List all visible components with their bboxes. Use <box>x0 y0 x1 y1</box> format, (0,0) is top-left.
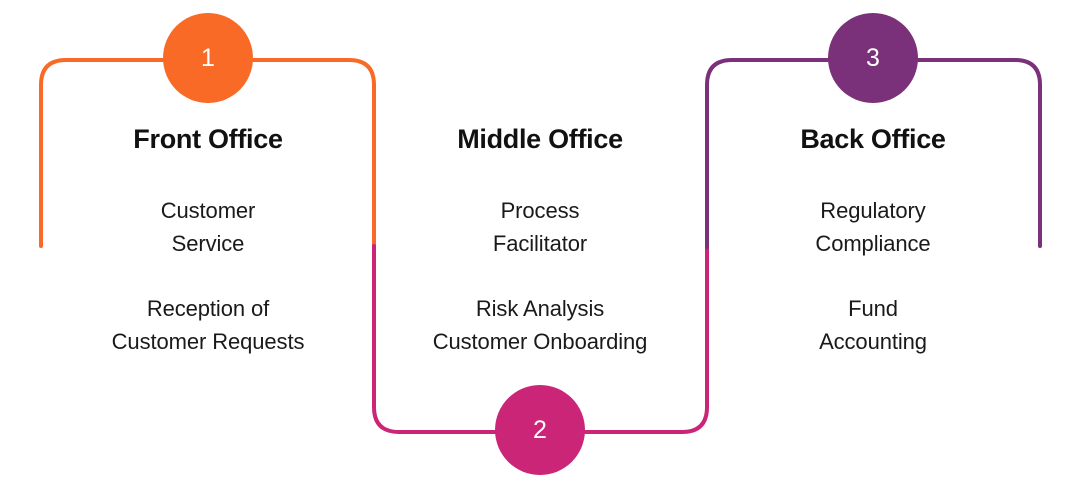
item-line: Risk Analysis <box>475 296 605 321</box>
item-line: Accounting <box>819 329 927 354</box>
column-item-group: Process Facilitator <box>370 194 710 260</box>
column-back-office: Back Office Regulatory Compliance Fund A… <box>703 122 1043 358</box>
item-line: Customer Onboarding <box>432 329 648 354</box>
step-badge-3: 3 <box>828 13 918 103</box>
step-badge-label: 3 <box>866 43 880 72</box>
item-line: Compliance <box>815 231 931 256</box>
column-title-back-office: Back Office <box>800 124 946 154</box>
column-middle-office: Middle Office Process Facilitator Risk A… <box>370 122 710 358</box>
connector-magenta-left <box>372 244 497 434</box>
item-line: Fund <box>848 296 898 321</box>
item-line: Facilitator <box>492 231 588 256</box>
step-badge-2: 2 <box>495 385 585 475</box>
column-item-group: Regulatory Compliance <box>703 194 1043 260</box>
item-line: Customer Requests <box>111 329 305 354</box>
step-badge-1: 1 <box>163 13 253 103</box>
step-badge-label: 1 <box>201 43 215 72</box>
item-line: Process <box>500 198 580 223</box>
connector-orange-right <box>251 58 376 249</box>
item-line: Reception of <box>146 296 270 321</box>
column-front-office: Front Office Customer Service Reception … <box>38 122 378 358</box>
step-badge-label: 2 <box>533 415 547 444</box>
connector-orange-left <box>39 58 165 248</box>
column-title-middle-office: Middle Office <box>457 124 623 154</box>
column-item-group: Risk Analysis Customer Onboarding <box>370 292 710 358</box>
column-item-group: Customer Service <box>38 194 378 260</box>
item-line: Customer <box>160 198 256 223</box>
connector-magenta-right <box>583 244 709 434</box>
item-line: Service <box>171 231 245 256</box>
connector-purple-left <box>705 58 830 249</box>
column-item-group: Reception of Customer Requests <box>38 292 378 358</box>
column-item-group: Fund Accounting <box>703 292 1043 358</box>
connector-purple-right <box>916 58 1042 248</box>
column-title-front-office: Front Office <box>133 124 283 154</box>
item-line: Regulatory <box>820 198 926 223</box>
